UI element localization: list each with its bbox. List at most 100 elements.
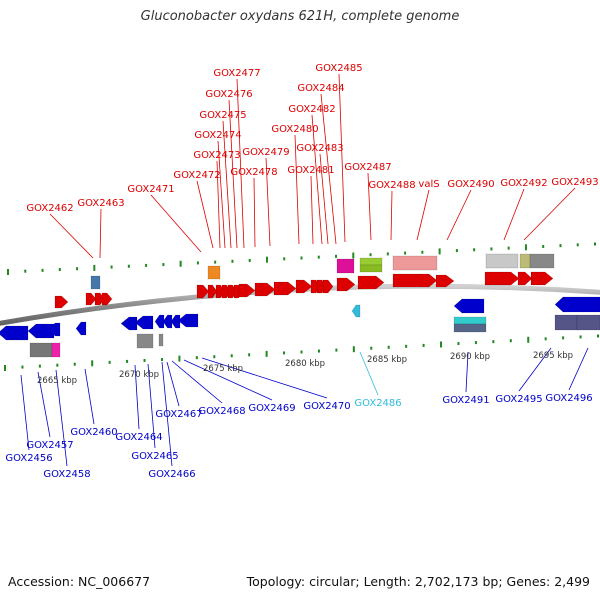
forward-gene-label: GOX2484 (297, 83, 344, 94)
tick-mark (317, 349, 320, 353)
leader-line (55, 369, 68, 467)
forward-gene-arrow (435, 274, 455, 288)
tick-mark (73, 362, 76, 366)
forward-gene-label: GOX2488 (368, 180, 415, 191)
leader-line (147, 363, 156, 449)
tick-mark (162, 263, 165, 267)
tick-mark (509, 339, 512, 343)
forward-gene-label: GOX2472 (173, 170, 220, 181)
leader-line (20, 374, 30, 451)
tick-mark (58, 268, 61, 272)
feature-box (336, 258, 355, 274)
leader-line (134, 364, 140, 430)
feature-box (519, 253, 531, 269)
reverse-gene-label: GOX2466 (148, 469, 195, 480)
reverse-gene-arrow (120, 316, 138, 331)
scale-label: 2685 kbp (367, 355, 407, 365)
leader-line (49, 213, 94, 259)
reverse-gene-label: GOX2470 (303, 401, 350, 412)
tick-mark (457, 342, 460, 346)
forward-gene-label: GOX2492 (500, 178, 547, 189)
feature-box (485, 253, 519, 269)
tick-mark (438, 248, 441, 255)
tick-mark (576, 243, 579, 247)
leader-line (523, 187, 576, 241)
tick-mark (283, 257, 286, 261)
leader-line (503, 188, 525, 241)
reverse-gene-label: GOX2458 (43, 469, 90, 480)
tick-mark (474, 341, 477, 345)
leader-line (320, 93, 337, 245)
reverse-gene-arrow (554, 296, 600, 313)
leader-line (99, 208, 102, 259)
tick-mark (7, 269, 9, 275)
scale-label: 2680 kbp (285, 359, 325, 369)
reverse-gene-arrow (170, 314, 181, 329)
tick-mark (265, 256, 268, 263)
tick-mark (335, 254, 338, 258)
forward-gene-arrow (336, 277, 356, 292)
tick-mark (317, 255, 320, 259)
forward-gene-label: GOX2463 (77, 198, 124, 209)
tick-mark (405, 344, 408, 348)
leader-line (171, 360, 223, 404)
leader-line (319, 153, 329, 245)
forward-gene-arrow (295, 279, 313, 294)
forward-gene-label: GOX2471 (127, 184, 174, 195)
tick-mark (21, 365, 24, 369)
tick-mark (579, 335, 582, 339)
forward-gene-label: GOX2490 (447, 179, 494, 190)
forward-gene-arrow (517, 271, 533, 286)
feature-box (90, 275, 101, 290)
leader-line (367, 172, 372, 241)
figure-title: Gluconobacter oxydans 621H, complete gen… (140, 9, 460, 24)
scale-label: 2695 kbp (533, 351, 573, 361)
forward-gene-arrow (54, 295, 69, 309)
leader-line (310, 175, 314, 245)
leader-line (416, 189, 430, 241)
feature-box (554, 314, 578, 331)
leader-line (446, 189, 472, 241)
feature-box (576, 314, 600, 331)
tick-mark (300, 350, 303, 354)
forward-gene-label: GOX2477 (213, 68, 260, 79)
leader-line (568, 347, 589, 391)
tick-mark (352, 252, 355, 259)
scale-label: 2690 kbp (450, 352, 490, 362)
tick-mark (248, 258, 251, 262)
accession-text: Accession: NC_006677 (8, 574, 151, 589)
forward-gene-arrow (238, 283, 256, 298)
forward-gene-arrow (357, 275, 385, 290)
tick-mark (213, 355, 216, 359)
feature-box (453, 316, 487, 325)
tick-mark (422, 343, 425, 347)
reverse-gene-arrow (134, 315, 154, 330)
forward-gene-label: GOX2483 (296, 143, 343, 154)
tick-mark (110, 265, 113, 269)
feature-box (392, 255, 438, 271)
tick-mark (544, 337, 547, 341)
tick-mark (145, 263, 148, 267)
gene-features (0, 253, 600, 358)
reverse-gene-label: GOX2465 (131, 451, 178, 462)
tick-mark (455, 249, 458, 253)
leader-line (150, 194, 202, 253)
leader-line (201, 357, 328, 399)
tick-mark (352, 346, 355, 353)
tick-mark (507, 246, 510, 250)
tick-mark (524, 244, 527, 251)
tick-mark (559, 244, 562, 248)
tick-mark (91, 360, 94, 367)
leader-line (465, 351, 469, 393)
tick-mark (76, 267, 79, 271)
tick-mark (38, 364, 41, 368)
tick-mark (178, 355, 181, 362)
forward-gene-arrow (254, 282, 276, 297)
tick-mark (108, 360, 111, 364)
tick-mark (283, 351, 286, 355)
tick-mark (300, 256, 303, 260)
reverse-gene-label: GOX2467 (155, 409, 202, 420)
